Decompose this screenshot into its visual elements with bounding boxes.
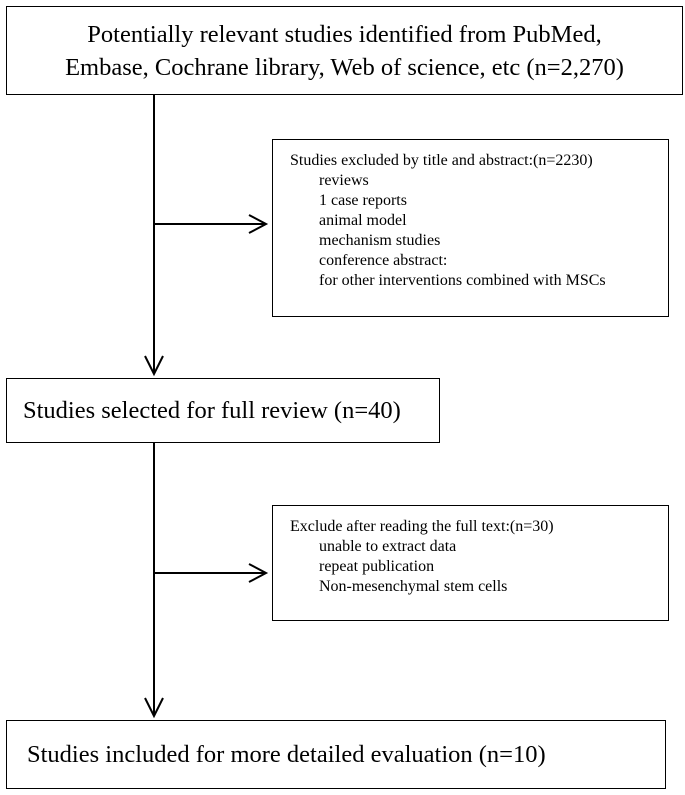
excluded-reason-item: repeat publication bbox=[319, 558, 435, 575]
identified-studies-box: Potentially relevant studies identified … bbox=[6, 6, 683, 95]
excluded-reason-item: animal model bbox=[319, 212, 407, 229]
identified-line-2: Embase, Cochrane library, Web of science… bbox=[65, 53, 624, 81]
excluded-title-abstract-box: Studies excluded by title and abstract:(… bbox=[272, 139, 669, 317]
included-label: Studies included for more detailed evalu… bbox=[27, 740, 546, 768]
excluded-reason-item: conference abstract: bbox=[319, 252, 448, 269]
arrowhead-excluded-title-abstract bbox=[248, 214, 269, 234]
arrowhead-included bbox=[144, 697, 164, 719]
included-studies-box: Studies included for more detailed evalu… bbox=[6, 720, 666, 789]
excluded-reason-item: reviews bbox=[319, 172, 369, 189]
excluded-full-text-box: Exclude after reading the full text:(n=3… bbox=[272, 505, 669, 621]
excluded-title-abstract-heading: Studies excluded by title and abstract:(… bbox=[290, 152, 593, 169]
arrowhead-excluded-full-text bbox=[248, 563, 269, 583]
excluded-reason-item: Non-mesenchymal stem cells bbox=[319, 578, 508, 595]
excluded-reason-item: unable to extract data bbox=[319, 538, 457, 555]
full-review-label: Studies selected for full review (n=40) bbox=[23, 396, 401, 424]
excluded-reason-item: mechanism studies bbox=[319, 232, 441, 249]
excluded-reason-item: for other interventions combined with MS… bbox=[319, 272, 606, 289]
excluded-reason-item: 1 case reports bbox=[319, 192, 407, 209]
excluded-full-text-heading: Exclude after reading the full text:(n=3… bbox=[290, 518, 554, 535]
identified-line-1: Potentially relevant studies identified … bbox=[87, 20, 602, 48]
full-review-box: Studies selected for full review (n=40) bbox=[6, 378, 440, 443]
arrowhead-full-review bbox=[144, 355, 164, 377]
